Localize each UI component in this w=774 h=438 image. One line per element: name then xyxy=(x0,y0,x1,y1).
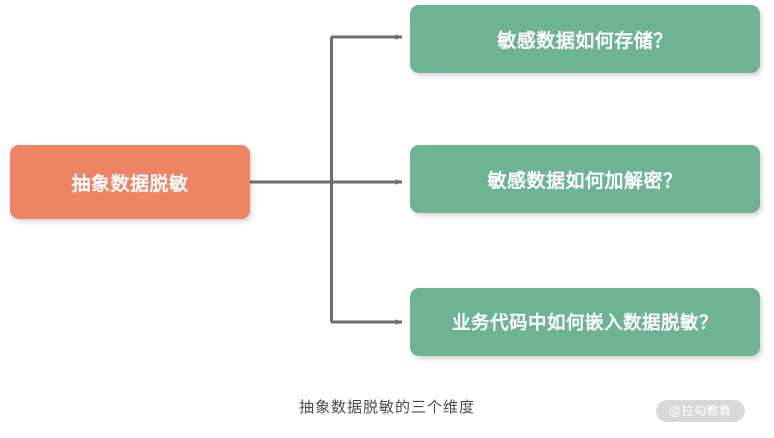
node-branch-encryption: 敏感数据如何加解密？ xyxy=(410,145,760,213)
diagram-caption: 抽象数据脱敏的三个维度 xyxy=(298,398,475,416)
node-branch-storage: 敏感数据如何存储？ xyxy=(410,5,760,73)
node-root: 抽象数据脱敏 xyxy=(10,145,250,219)
node-branch-business-code: 业务代码中如何嵌入数据脱敏？ xyxy=(410,288,760,356)
watermark-badge: @拉勾教育 xyxy=(656,400,745,422)
